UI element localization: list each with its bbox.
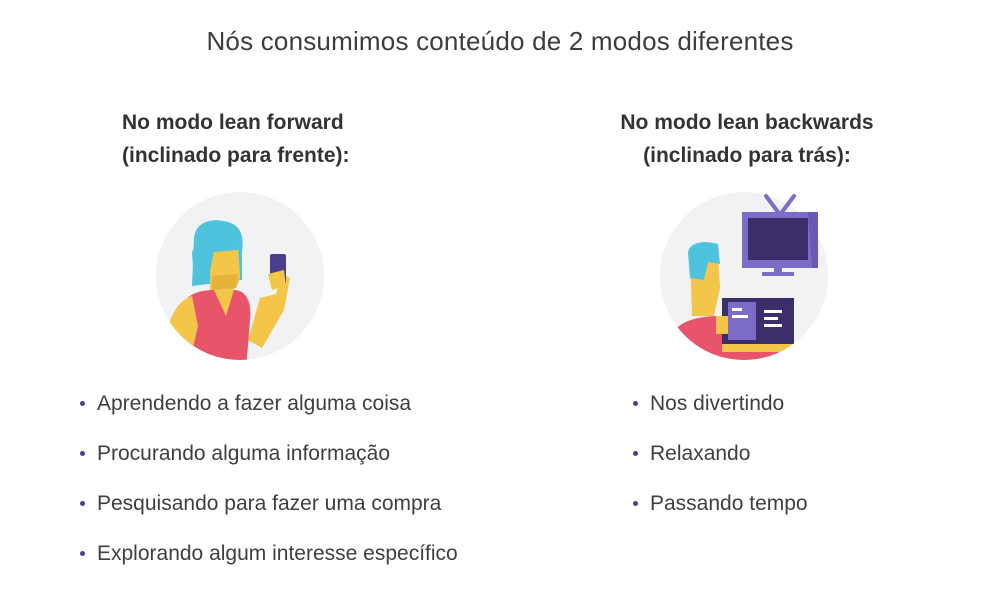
- lean-backwards-list: Nos divertindo Relaxando Passando tempo: [633, 390, 808, 540]
- bullet-dot-icon: [80, 401, 85, 406]
- list-item: Relaxando: [633, 440, 808, 490]
- lean-backwards-heading-line1: No modo lean backwards: [620, 111, 874, 134]
- list-item: Pesquisando para fazer uma compra: [80, 490, 458, 540]
- lean-forward-heading: No modo lean forward (inclinado para fre…: [122, 106, 350, 172]
- lean-forward-list: Aprendendo a fazer alguma coisa Procuran…: [80, 390, 458, 590]
- list-item: Explorando algum interesse específico: [80, 540, 458, 590]
- list-item: Procurando alguma informação: [80, 440, 458, 490]
- bullet-dot-icon: [80, 551, 85, 556]
- list-item: Aprendendo a fazer alguma coisa: [80, 390, 458, 440]
- lean-forward-heading-line2: (inclinado para frente):: [122, 144, 350, 167]
- person-watching-tv-icon: [656, 188, 832, 369]
- bullet-dot-icon: [80, 451, 85, 456]
- list-item: Nos divertindo: [633, 390, 808, 440]
- list-item: Passando tempo: [633, 490, 808, 540]
- woman-with-phone-icon: [152, 190, 328, 367]
- bullet-dot-icon: [633, 451, 638, 456]
- lean-forward-heading-line1: No modo lean forward: [122, 111, 344, 134]
- bullet-dot-icon: [633, 401, 638, 406]
- page-title: Nós consumimos conteúdo de 2 modos difer…: [206, 26, 794, 56]
- lean-backwards-heading: No modo lean backwards (inclinado para t…: [612, 106, 882, 172]
- bullet-dot-icon: [80, 501, 85, 506]
- bullet-dot-icon: [633, 501, 638, 506]
- lean-backwards-heading-line2: (inclinado para trás):: [643, 144, 851, 167]
